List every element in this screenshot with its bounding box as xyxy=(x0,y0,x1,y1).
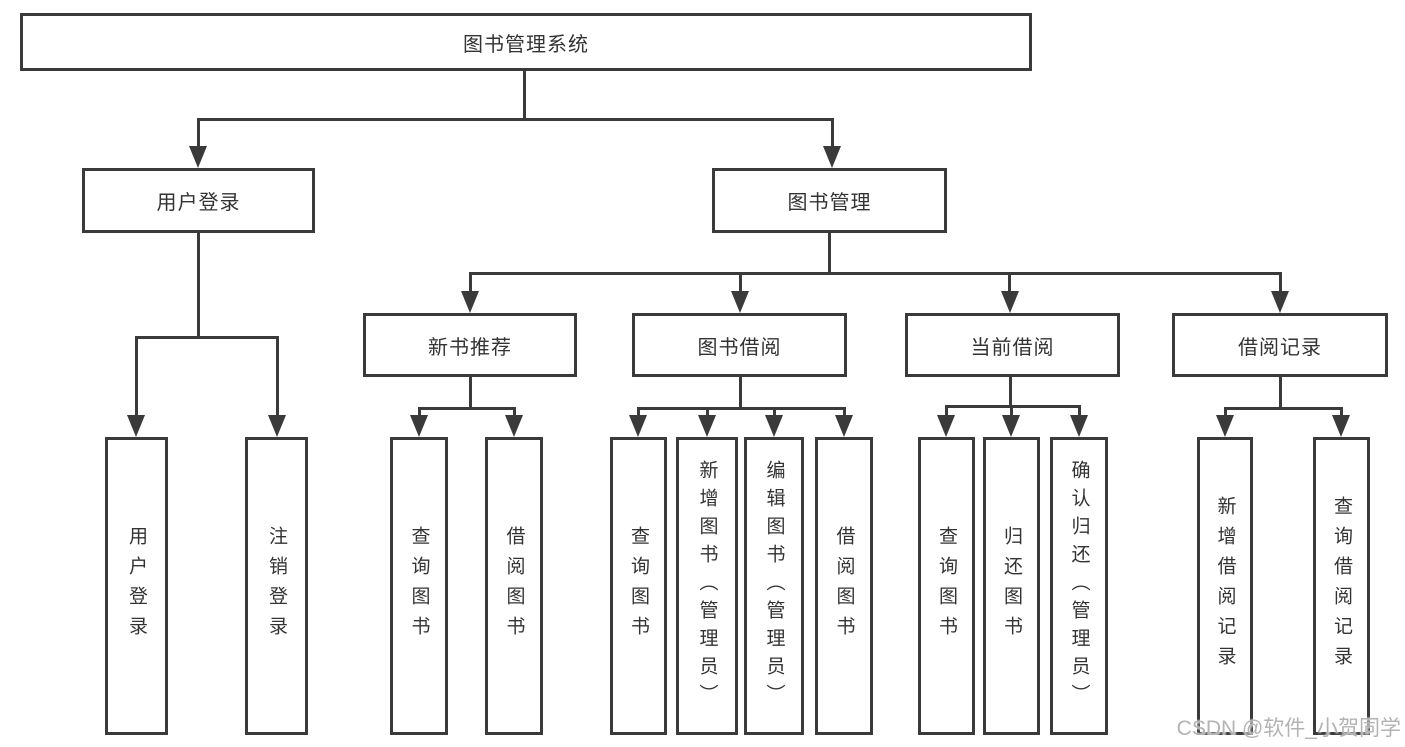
leaf-query-borrow-record: 查询借阅记录 xyxy=(1313,437,1370,735)
leaf-edit-book-admin: 编辑图书（管理员） xyxy=(744,437,804,735)
leaf-query-books-borrowing: 查询图书 xyxy=(610,437,667,735)
leaf-add-borrow-record: 新增借阅记录 xyxy=(1197,437,1253,735)
leaf-label: 查询图书 xyxy=(408,526,430,646)
leaf-borrow-books-borrowing: 借阅图书 xyxy=(815,437,873,735)
connector-segment xyxy=(843,407,846,415)
node-new-book-recommend: 新书推荐 xyxy=(363,313,577,377)
connector-segment xyxy=(197,118,200,147)
connector-segment xyxy=(945,405,948,415)
arrow-down-icon xyxy=(1332,415,1350,437)
connector-segment xyxy=(1224,407,1227,415)
leaf-label: 新增图书（管理员） xyxy=(696,460,718,712)
node-label: 当前借阅 xyxy=(970,336,1055,359)
arrow-down-icon xyxy=(731,291,749,313)
arrow-down-icon xyxy=(823,146,841,168)
leaf-label: 编辑图书（管理员） xyxy=(763,460,785,712)
arrow-down-icon xyxy=(127,415,145,437)
arrow-down-icon xyxy=(835,415,853,437)
connector-segment xyxy=(831,118,834,147)
leaf-label: 查询借阅记录 xyxy=(1331,496,1352,676)
connector-segment xyxy=(637,407,640,415)
connector-segment xyxy=(469,272,472,291)
leaf-label: 查询图书 xyxy=(628,526,649,646)
connector-segment xyxy=(1340,407,1343,415)
leaf-label: 借阅图书 xyxy=(503,526,525,646)
connector-segment xyxy=(637,407,846,410)
connector-segment xyxy=(1279,377,1282,407)
node-label: 借阅记录 xyxy=(1238,336,1322,359)
connector-segment xyxy=(1279,272,1282,291)
connector-segment xyxy=(418,407,421,415)
arrow-down-icon xyxy=(1002,415,1020,437)
leaf-label: 借阅图书 xyxy=(833,526,855,646)
leaf-logout: 注销登录 xyxy=(245,437,308,735)
connector-segment xyxy=(469,377,472,407)
leaf-label: 新增借阅记录 xyxy=(1214,496,1236,676)
node-book-management: 图书管理 xyxy=(712,168,947,233)
leaf-user-login: 用户登录 xyxy=(105,437,168,735)
connector-segment xyxy=(276,336,279,415)
node-label: 图书借阅 xyxy=(697,336,782,359)
leaf-label: 查询图书 xyxy=(936,526,957,646)
arrow-down-icon xyxy=(937,415,955,437)
arrow-down-icon xyxy=(189,146,207,168)
connector-segment xyxy=(828,233,831,272)
connector-segment xyxy=(418,407,516,410)
leaf-add-book-admin: 新增图书（管理员） xyxy=(676,437,738,735)
leaf-query-books-recommend: 查询图书 xyxy=(390,437,448,735)
leaf-label: 确认归还（管理员） xyxy=(1068,460,1090,712)
connector-segment xyxy=(1010,405,1013,415)
connector-segment xyxy=(739,377,742,407)
node-user-login: 用户登录 xyxy=(82,168,315,233)
leaf-label: 用户登录 xyxy=(126,526,147,646)
arrow-down-icon xyxy=(1001,291,1019,313)
leaf-label: 归还图书 xyxy=(1001,526,1022,646)
node-label: 图书管理系统 xyxy=(463,33,589,56)
connector-segment xyxy=(773,407,776,415)
connector-segment xyxy=(469,272,1282,275)
connector-segment xyxy=(706,407,709,415)
arrow-down-icon xyxy=(1271,291,1289,313)
node-label: 图书管理 xyxy=(787,192,872,214)
connector-segment xyxy=(135,336,279,339)
connector-segment xyxy=(739,272,742,291)
node-label: 用户登录 xyxy=(156,192,241,214)
node-book-borrowing: 图书借阅 xyxy=(632,313,847,377)
arrow-down-icon xyxy=(1070,415,1088,437)
arrow-down-icon xyxy=(765,415,783,437)
arrow-down-icon xyxy=(461,291,479,313)
arrow-down-icon xyxy=(629,415,647,437)
node-current-borrowing: 当前借阅 xyxy=(905,313,1120,377)
leaf-return-book: 归还图书 xyxy=(983,437,1040,735)
connector-segment xyxy=(1078,405,1081,415)
arrow-down-icon xyxy=(268,415,286,437)
connector-segment xyxy=(945,405,1081,408)
connector-segment xyxy=(135,336,138,415)
leaf-label: 注销登录 xyxy=(266,526,287,646)
connector-segment xyxy=(1008,272,1011,291)
connector-segment xyxy=(523,71,526,119)
arrow-down-icon xyxy=(698,415,716,437)
connector-segment xyxy=(1009,377,1012,405)
leaf-query-books-current: 查询图书 xyxy=(918,437,975,735)
leaf-confirm-return-admin: 确认归还（管理员） xyxy=(1050,437,1108,735)
arrow-down-icon xyxy=(410,415,428,437)
arrow-down-icon xyxy=(1216,415,1234,437)
connector-segment xyxy=(197,118,834,121)
connector-segment xyxy=(513,407,516,415)
connector-segment xyxy=(197,233,200,336)
node-borrowing-records: 借阅记录 xyxy=(1172,313,1388,377)
node-library-management-system: 图书管理系统 xyxy=(20,13,1032,71)
connector-segment xyxy=(1224,407,1343,410)
arrow-down-icon xyxy=(505,415,523,437)
leaf-borrow-books-recommend: 借阅图书 xyxy=(485,437,543,735)
csdn-watermark: CSDN @软件_小贺同学 xyxy=(1176,717,1401,740)
node-label: 新书推荐 xyxy=(428,336,512,359)
